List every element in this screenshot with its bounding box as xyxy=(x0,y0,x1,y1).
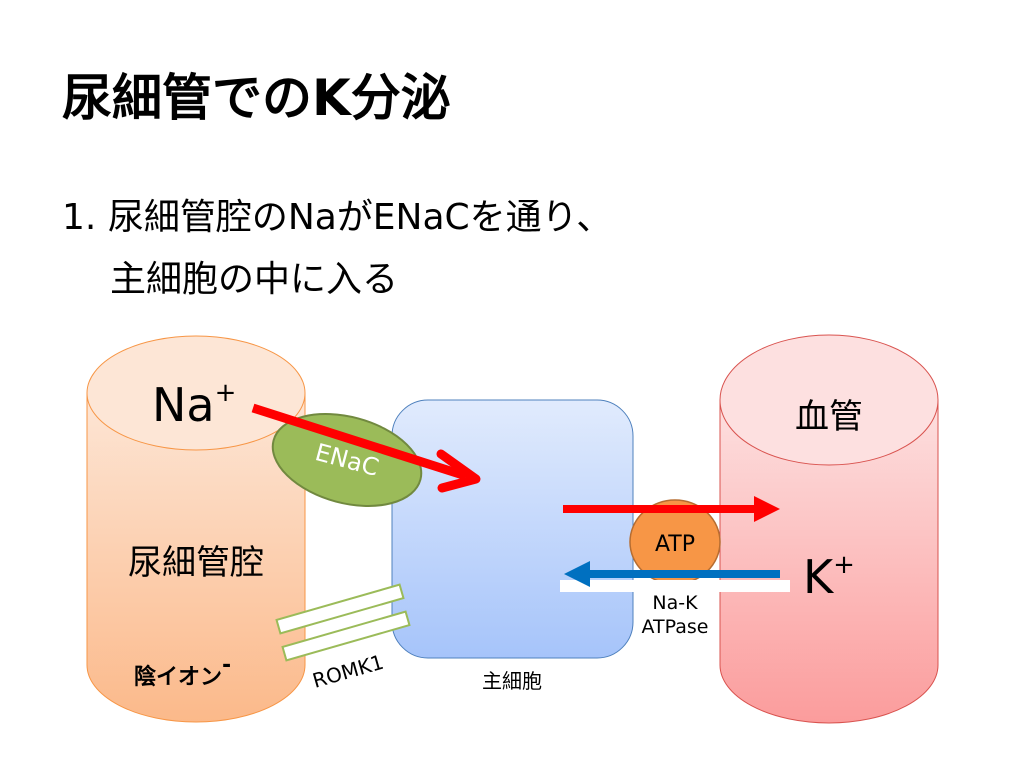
romk1-channel xyxy=(275,583,411,662)
principal-cell xyxy=(391,399,634,659)
na-efflux-arrow xyxy=(563,496,780,522)
tubule-lumen-cylinder xyxy=(86,335,306,723)
atp-label: ATP xyxy=(655,532,695,557)
romk1-label: ROMK1 xyxy=(310,650,387,693)
pump-label-2: ATPase xyxy=(642,616,709,638)
pump-label-1: Na-K xyxy=(652,592,698,614)
na-influx-arrow xyxy=(251,403,481,493)
principal-cell-label: 主細胞 xyxy=(482,669,542,693)
k-influx-arrow xyxy=(564,561,780,587)
anion-label: 陰イオン- xyxy=(134,653,231,690)
bullet-number: 1. xyxy=(62,197,97,238)
lumen-label: 尿細管腔 xyxy=(128,543,264,583)
na-ion-label: Na+ xyxy=(152,378,236,432)
blood-vessel-cylinder xyxy=(719,334,939,724)
bullet-line-2: 主細胞の中に入る xyxy=(110,259,399,300)
bullet-text-1: 尿細管腔のNaがENaCを通り、 xyxy=(107,197,613,238)
vessel-label: 血管 xyxy=(795,397,863,437)
bullet-line-1: 1. 尿細管腔のNaがENaCを通り、 xyxy=(62,188,612,240)
slide-title: 尿細管でのK分泌 xyxy=(62,69,451,127)
k-ion-label: K+ xyxy=(803,550,855,604)
